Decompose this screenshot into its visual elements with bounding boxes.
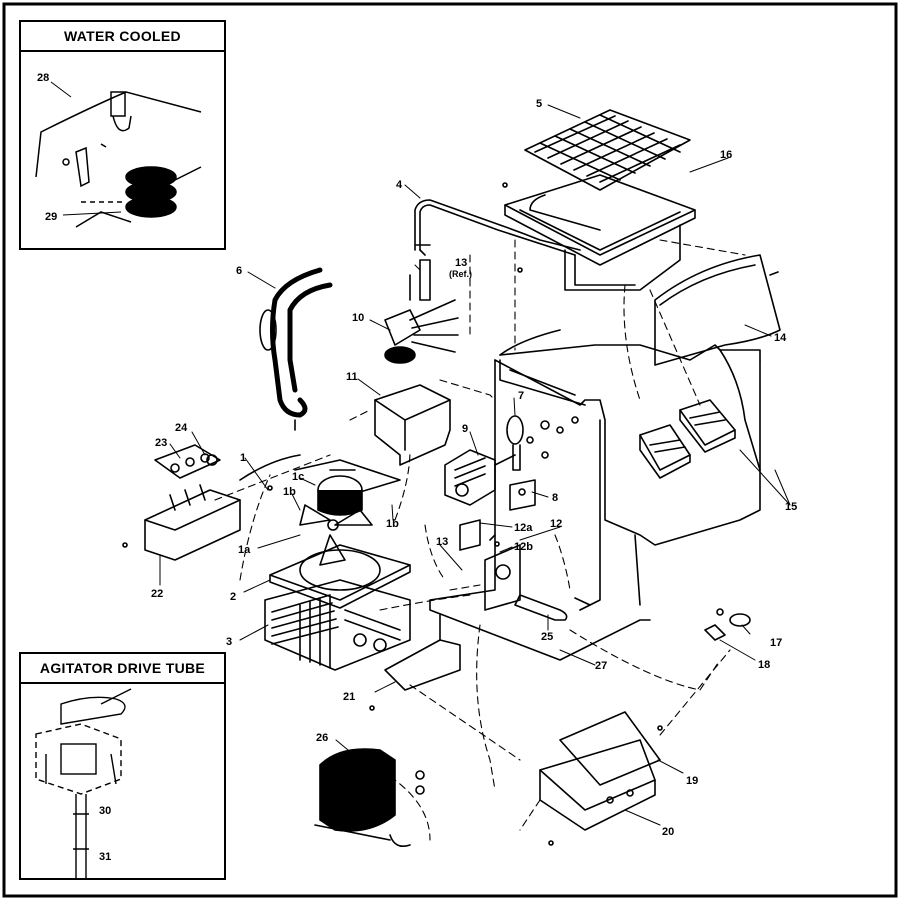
callout-6: 6 (236, 265, 242, 277)
gear-motor (444, 415, 524, 506)
water-cooled-drawing: 28 29 (35, 72, 202, 228)
callout-1a: 1a (238, 544, 251, 556)
hose-assembly (270, 267, 333, 418)
callout-20: 20 (662, 826, 674, 838)
callout-30: 30 (99, 805, 111, 817)
callout-3: 3 (226, 636, 232, 648)
refrigerant-tube (414, 199, 581, 256)
callout-10: 10 (352, 312, 364, 324)
callout-28: 28 (37, 72, 49, 84)
compressor (314, 748, 425, 848)
callout-17: 17 (770, 637, 782, 649)
cabinet-frame (429, 329, 761, 661)
callout-12: 12 (550, 518, 562, 530)
callout-18: 18 (758, 659, 770, 671)
agitator-drive-tube-title: AGITATOR DRIVE TUBE (21, 654, 224, 684)
callout-23: 23 (155, 437, 167, 449)
callout-27: 27 (595, 660, 607, 672)
callout-25: 25 (541, 631, 553, 643)
callout-29: 29 (45, 211, 57, 223)
callout-11: 11 (346, 371, 358, 383)
callout-8: 8 (552, 492, 558, 504)
callout-31: 31 (99, 851, 111, 863)
water-cooled-title: WATER COOLED (21, 22, 224, 52)
fan-blade (299, 504, 373, 566)
callout-15: 15 (785, 501, 797, 513)
water-cooled-inset: WATER COOLED 28 29 (19, 20, 226, 250)
callout-4: 4 (396, 179, 403, 191)
callout-1b-right: 1b (386, 518, 399, 530)
drip-trays (639, 399, 736, 479)
condenser (264, 579, 411, 671)
fan-motor (317, 469, 363, 516)
control-plate (154, 444, 221, 479)
callout-24: 24 (175, 422, 188, 434)
callout-13-ref: (Ref.) (449, 269, 472, 279)
leader-lines (159, 104, 791, 826)
callout-19: 19 (686, 775, 698, 787)
control-bracket (144, 484, 241, 561)
side-cover (654, 254, 781, 366)
drain-tube (514, 594, 591, 621)
reference-lines (214, 239, 746, 841)
callout-12a: 12a (514, 522, 533, 534)
mounting-bracket (374, 384, 451, 466)
callout-1b-left: 1b (283, 486, 296, 498)
callout-22: 22 (151, 588, 163, 600)
callout-16: 16 (720, 149, 732, 161)
motor-plate (509, 479, 536, 511)
callouts: 5 16 4 6 13 (Ref.) 10 11 7 9 8 12a 12 12… (151, 98, 797, 838)
cabinet-holes (526, 416, 579, 459)
callout-21: 21 (343, 691, 355, 703)
callout-13-top: 13 (455, 257, 467, 269)
fan-motor-bracket (239, 454, 401, 496)
evaporator-grid (524, 109, 691, 231)
base-bracket (539, 739, 656, 831)
callout-9: 9 (462, 423, 468, 435)
callout-13-mid: 13 (436, 536, 448, 548)
condenser-bracket (384, 614, 461, 691)
callout-1c: 1c (292, 471, 304, 483)
callout-1: 1 (240, 452, 246, 464)
electrical-panel (559, 711, 661, 786)
hose-clamp (259, 309, 296, 431)
valve-assembly (384, 244, 459, 364)
callout-2: 2 (230, 591, 236, 603)
fan-shroud (269, 544, 411, 609)
callout-14: 14 (774, 332, 787, 344)
agitator-drive-tube-drawing: 30 31 (35, 688, 132, 878)
callout-5: 5 (536, 98, 542, 110)
screws (122, 182, 663, 846)
valve-fitting (704, 608, 751, 641)
callout-26: 26 (316, 732, 328, 744)
switch-bracket (459, 519, 521, 611)
callout-7: 7 (518, 390, 524, 402)
callout-12b: 12b (514, 541, 533, 553)
agitator-drive-tube-inset: AGITATOR DRIVE TUBE 30 31 (19, 652, 226, 880)
drain-tray (504, 174, 696, 291)
